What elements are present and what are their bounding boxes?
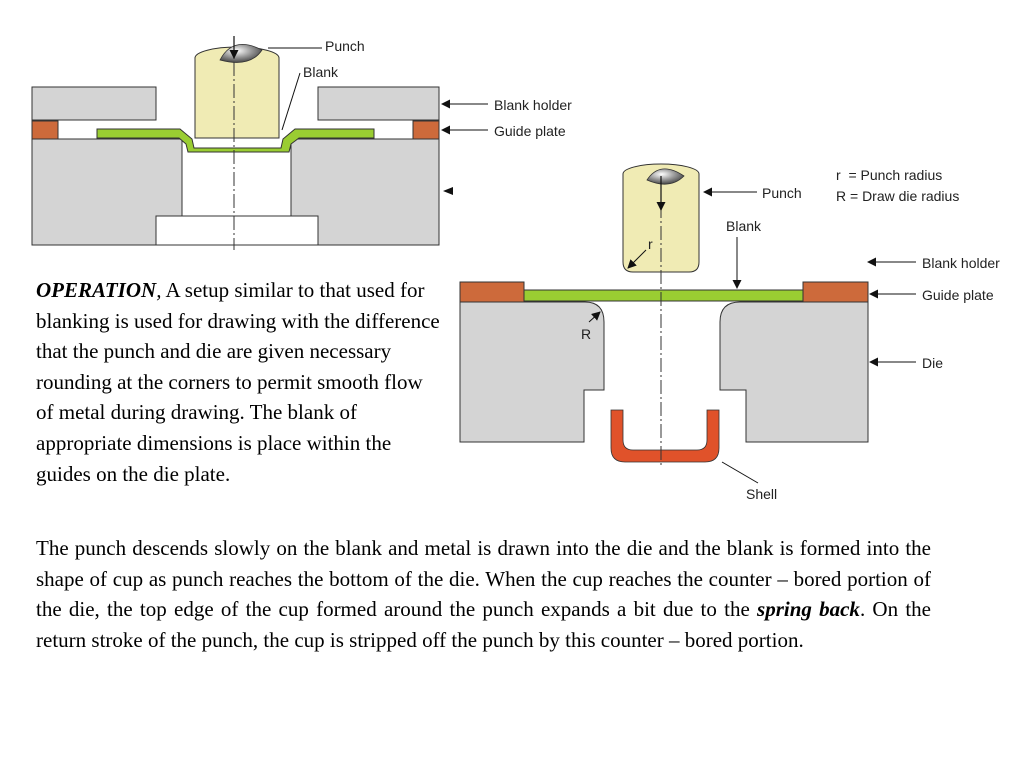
label-punch: Punch xyxy=(762,185,802,201)
label-blank-holder: Blank holder xyxy=(922,255,1000,271)
label-blank: Blank xyxy=(726,218,762,234)
operation-comma: , xyxy=(156,278,162,302)
blank-sheet xyxy=(523,289,804,302)
process-paragraph: The punch descends slowly on the blank a… xyxy=(36,533,931,655)
punch-tip xyxy=(646,168,685,185)
die-left xyxy=(459,301,605,443)
guide-plate-left xyxy=(31,120,59,140)
process-text-part2: . On the return stroke of the punch, the… xyxy=(36,597,931,652)
blank-strip xyxy=(96,128,375,153)
die-radius-arrow xyxy=(588,311,601,323)
operation-body: A setup similar to that used for blankin… xyxy=(36,278,440,486)
label-die: Die xyxy=(922,355,943,371)
die-counterbore xyxy=(155,215,319,246)
guide-plate-right xyxy=(412,120,440,140)
operation-heading: OPERATION xyxy=(36,278,157,302)
guide-plate-right xyxy=(802,281,869,303)
punch-radius-arrow xyxy=(627,249,647,269)
blank-leader xyxy=(281,72,301,131)
process-text-part1: The punch descends slowly on the blank a… xyxy=(36,536,931,622)
label-blank-holder: Blank holder xyxy=(494,97,572,113)
die-right xyxy=(719,301,869,443)
blank-holder-right xyxy=(317,86,440,121)
label-shell: Shell xyxy=(746,486,777,502)
legend-punch-radius: r = Punch radius xyxy=(836,167,942,183)
label-guide-plate: Guide plate xyxy=(494,123,566,139)
label-guide-plate: Guide plate xyxy=(922,287,994,303)
label-punch-radius-r: r xyxy=(648,236,653,252)
shell-cup xyxy=(610,409,720,463)
label-blank: Blank xyxy=(303,64,339,80)
label-punch: Punch xyxy=(325,38,365,54)
label-die-radius-R: R xyxy=(581,326,591,342)
legend-die-radius: R = Draw die radius xyxy=(836,188,959,204)
shell-leader xyxy=(721,461,759,484)
operation-paragraph: OPERATION, A setup similar to that used … xyxy=(36,275,441,489)
die-arrow xyxy=(443,187,453,195)
spring-back-term: spring back xyxy=(757,597,860,622)
blanking-setup-diagram: Punch Blank Blank holder Guide plate xyxy=(31,36,572,250)
blank-holder-left xyxy=(31,86,157,121)
guide-plate-left xyxy=(459,281,525,303)
drawing-setup-diagram: r = Punch radius R = Draw die radius Pun… xyxy=(459,163,1000,502)
